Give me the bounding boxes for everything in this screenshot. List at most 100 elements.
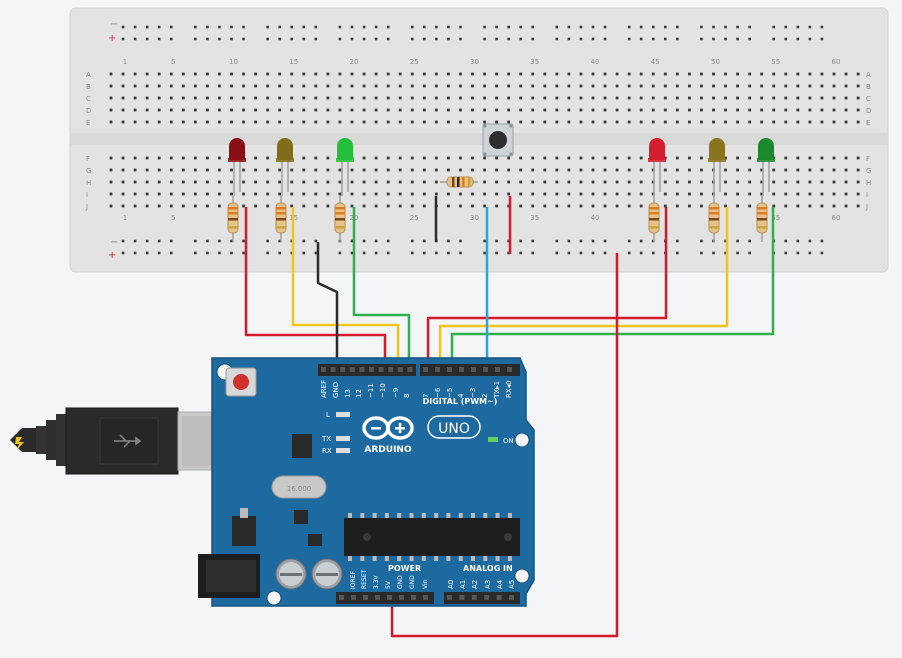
power-pin-label-0: IOREF <box>350 571 357 589</box>
row-letter-G: G <box>86 167 91 175</box>
col-number-30: 30 <box>470 58 479 66</box>
row-letter-F-right: F <box>866 155 870 163</box>
push-button[interactable] <box>482 123 514 157</box>
rail-plus-top: + <box>108 33 116 44</box>
digital-label: DIGITAL (PWM~) <box>423 397 498 406</box>
col-number-1: 1 <box>123 214 127 222</box>
digital-pin-label-11: 4 <box>457 393 465 398</box>
power-header <box>336 592 434 604</box>
crystal <box>271 475 327 499</box>
col-number-1: 1 <box>123 58 127 66</box>
small-chip <box>294 510 308 524</box>
led-l <box>336 412 350 417</box>
digital-pin-label-10: ~5 <box>446 388 454 398</box>
digital-pin-label-0: AREF <box>320 380 328 398</box>
wire-red-led4-pin7[interactable] <box>426 207 668 372</box>
wire-green-led6-pin5[interactable] <box>450 207 775 372</box>
led-yellow-1[interactable] <box>276 138 294 196</box>
col-number-25: 25 <box>410 214 419 222</box>
col-number-55: 55 <box>771 214 780 222</box>
row-letter-I: I <box>86 191 88 199</box>
digital-pin-label-6: ~9 <box>392 388 400 398</box>
resistor-3 <box>334 196 346 242</box>
digital-pin-label-13: 2 <box>481 394 489 398</box>
rail-minus-bottom: − <box>110 237 118 248</box>
wire-green-led3-pin8[interactable] <box>352 207 411 372</box>
digital-pin-holes <box>321 367 512 372</box>
digital-pin-label-4: ~11 <box>367 383 375 398</box>
usb-icon <box>114 434 142 448</box>
lightning-icon <box>15 437 24 450</box>
breadboard-center-channel <box>70 133 888 145</box>
col-number-40: 40 <box>590 214 599 222</box>
wires <box>244 196 775 638</box>
col-number-30: 30 <box>470 214 479 222</box>
led-red-1[interactable] <box>228 138 246 196</box>
led-red-2[interactable] <box>648 138 666 196</box>
row-letter-H-right: H <box>866 179 871 187</box>
power-pin-label-1: RESET <box>361 569 368 589</box>
label-rx: RX <box>322 447 332 455</box>
row-letter-D: D <box>86 107 91 115</box>
row-letter-F: F <box>86 155 90 163</box>
digital-pin-label-8: 7 <box>422 394 430 398</box>
col-number-50: 50 <box>711 58 720 66</box>
power-pin-label-5: GND <box>409 575 416 589</box>
col-number-10: 10 <box>229 58 238 66</box>
atmega-chip <box>344 518 520 556</box>
transistor <box>308 534 322 546</box>
col-number-35: 35 <box>530 214 539 222</box>
col-number-55: 55 <box>771 58 780 66</box>
label-on: ON <box>503 437 514 445</box>
voltage-regulator <box>232 516 256 546</box>
led-yellow-2[interactable] <box>708 138 726 196</box>
wire-red-5v[interactable] <box>390 253 619 638</box>
rail-plus-bottom: + <box>108 250 116 261</box>
wire-yellow-led5-pin6[interactable] <box>438 207 729 372</box>
power-pin-label-6: Vin <box>422 579 429 589</box>
row-letter-J-right: J <box>865 203 868 211</box>
analog-pin-label-2: A2 <box>471 580 479 589</box>
row-letter-C-right: C <box>866 95 871 103</box>
crystal-label: 16.000 <box>287 485 312 493</box>
chip-legs <box>348 513 512 561</box>
led-rx <box>336 448 350 453</box>
analog-header <box>444 592 520 604</box>
analog-pin-label-1: A1 <box>459 580 467 589</box>
digital-pin-label-5: ~10 <box>379 383 387 398</box>
analog-pin-label-5: A5 <box>508 580 516 589</box>
wire-red-led1-pin10[interactable] <box>244 207 387 372</box>
resistor-button <box>440 176 478 188</box>
row-letter-C: C <box>86 95 91 103</box>
arduino-logo-icon <box>362 416 414 440</box>
digital-pin-label-1: GND <box>332 382 340 398</box>
led-on <box>488 437 498 442</box>
resistor-2 <box>275 196 287 242</box>
reset-button[interactable] <box>233 374 249 390</box>
power-pin-label-4: GND <box>397 575 404 589</box>
arduino-brand: ARDUINO <box>364 445 412 455</box>
col-number-60: 60 <box>831 214 840 222</box>
col-number-60: 60 <box>831 58 840 66</box>
power-pin-label-2: 3.3V <box>373 574 380 589</box>
power-pin-label-3: 5V <box>385 580 392 589</box>
resistors <box>227 196 768 242</box>
digital-pin-label-15: RX◂0 <box>505 380 513 398</box>
power-label: POWER <box>388 564 421 573</box>
label-l: L <box>326 411 330 419</box>
row-letter-G-right: G <box>866 167 871 175</box>
bottom-pin-holes <box>339 595 514 600</box>
leds <box>228 138 775 196</box>
led-green-1[interactable] <box>336 138 354 196</box>
wire-yellow-led2-pin9[interactable] <box>291 207 400 372</box>
row-letter-B: B <box>86 83 91 91</box>
regulator-chip <box>292 434 312 458</box>
resistor-6 <box>756 196 768 242</box>
row-letter-H: H <box>86 179 91 187</box>
wire-black-gnd[interactable] <box>316 242 339 372</box>
led-green-2[interactable] <box>757 138 775 196</box>
arduino-board: 16.000 L TX RX ON AR <box>198 357 535 607</box>
row-letter-J: J <box>85 203 88 211</box>
